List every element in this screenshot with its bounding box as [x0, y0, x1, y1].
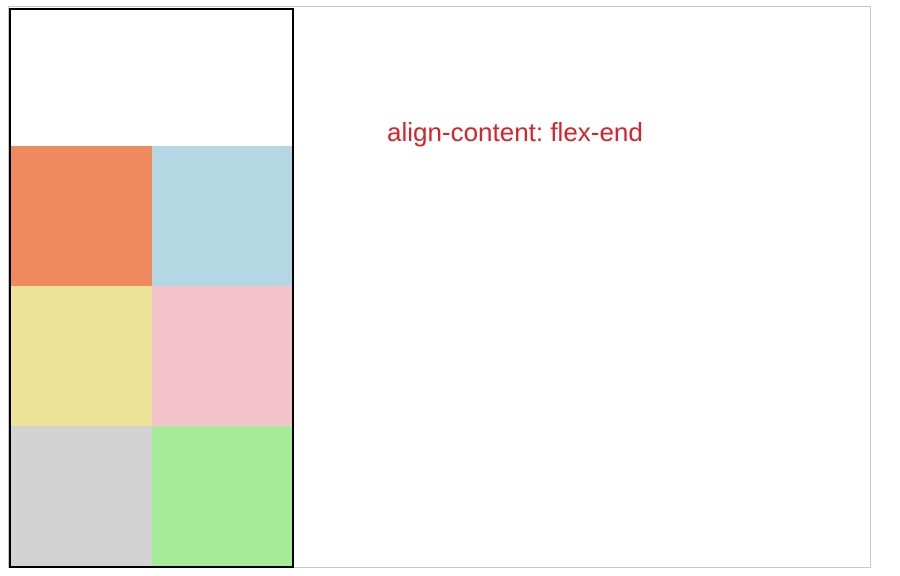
flex-item-1 [11, 146, 152, 286]
flex-item-6 [151, 426, 292, 566]
align-content-caption: align-content: flex-end [387, 117, 643, 147]
flex-container [9, 8, 294, 568]
flex-item-3 [11, 286, 152, 426]
flex-item-2 [151, 146, 292, 286]
flex-item-5 [11, 426, 152, 566]
flex-item-4 [151, 286, 292, 426]
